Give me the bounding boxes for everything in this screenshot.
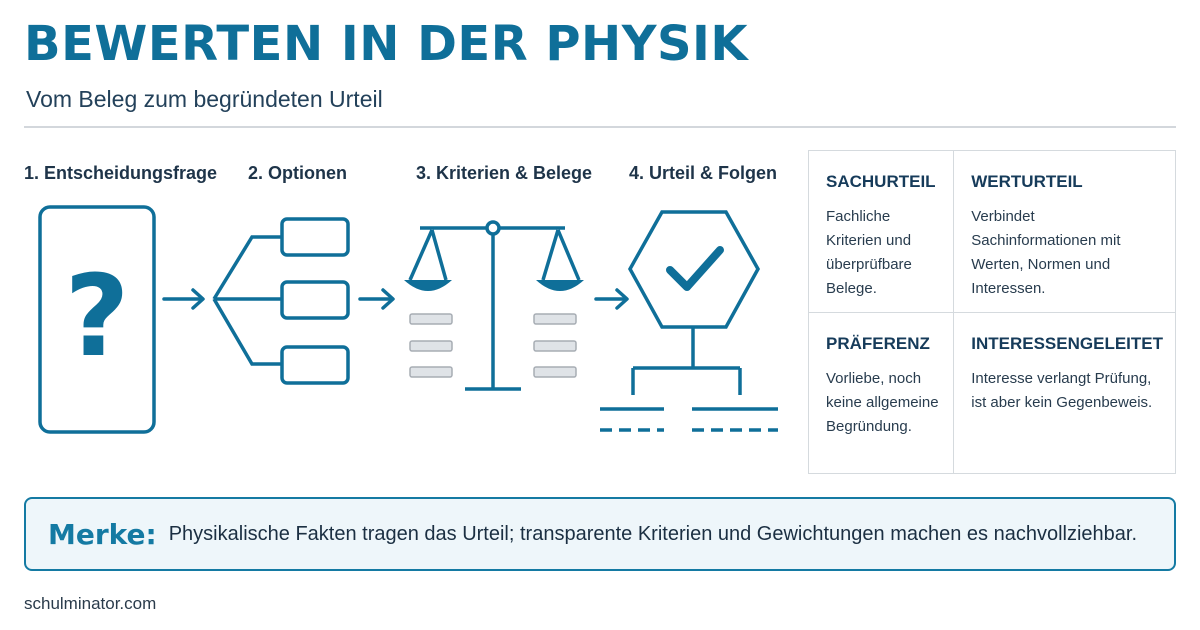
judgment-text: Verbindet Sachinformationen mit Werten, … xyxy=(971,208,1121,297)
judgment-text: Fachliche Kriterien und überprüfbare Bel… xyxy=(826,208,912,297)
step-label-optionen: 2. Optionen xyxy=(248,163,347,183)
question-card-icon: ? xyxy=(38,205,156,434)
options-branch-icon xyxy=(212,217,350,385)
hexagon-check-icon xyxy=(627,210,761,329)
arrow-right-icon xyxy=(162,288,205,310)
merke-box: Merke: Physikalische Fakten tragen das U… xyxy=(24,497,1176,571)
step-label-entscheidungsfrage: 1. Entscheidungsfrage xyxy=(24,163,218,183)
merke-text: Physikalische Fakten tragen das Urteil; … xyxy=(168,522,1138,545)
merke-label: Merke: xyxy=(48,517,157,551)
judgment-title: WERTURTEIL xyxy=(971,172,1083,191)
page-title: BEWERTEN IN DER PHYSIK xyxy=(24,16,749,72)
judgment-title: PRÄFERENZ xyxy=(826,334,930,353)
consequences-tree-icon xyxy=(600,327,778,432)
judgment-card-praeferenz: PRÄFERENZ Vorliebe, noch keine allgemein… xyxy=(809,312,954,473)
process-diagram: ? xyxy=(38,205,778,434)
judgment-card-werturteil: WERTURTEIL Verbindet Sachinformationen m… xyxy=(953,151,1175,312)
judgment-title: INTERESSENGELEITET xyxy=(971,334,1163,353)
judgment-text: Vorliebe, noch keine allgemeine Begründu… xyxy=(826,370,939,435)
judgment-card-sachurteil: SACHURTEIL Fachliche Kriterien und überp… xyxy=(809,151,953,312)
arrow-right-icon xyxy=(358,288,395,310)
step-label-kriterien: 3. Kriterien & Belege xyxy=(416,163,593,183)
step-label-urteil: 4. Urteil & Folgen xyxy=(629,163,778,183)
question-mark: ? xyxy=(65,252,130,382)
judgment-title: SACHURTEIL xyxy=(826,172,936,191)
judgment-text: Interesse verlangt Prüfung, ist aber kei… xyxy=(971,370,1153,411)
footer-source: schulminator.com xyxy=(24,594,157,613)
header-divider xyxy=(24,126,1176,128)
judgment-types-grid: SACHURTEIL Fachliche Kriterien und überp… xyxy=(808,150,1176,474)
judgment-card-interessengeleitet: INTERESSENGELEITET Interesse verlangt Pr… xyxy=(953,312,1175,473)
arrow-right-icon xyxy=(594,288,629,310)
page-subtitle: Vom Beleg zum begründeten Urteil xyxy=(26,86,383,112)
balance-scale-icon xyxy=(404,220,584,391)
